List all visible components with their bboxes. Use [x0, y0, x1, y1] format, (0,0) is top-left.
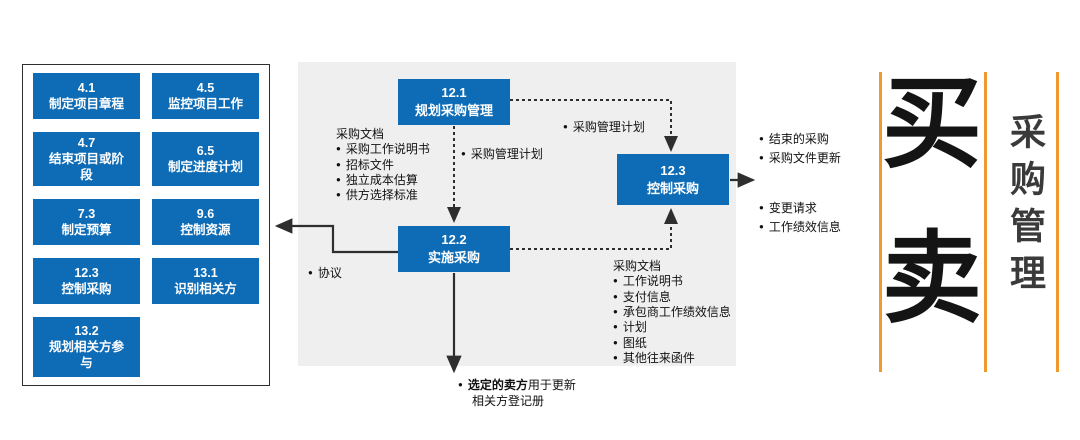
process-id: 4.7	[77, 135, 96, 150]
process-id: 9.6	[196, 206, 215, 221]
bullet-item: 采购文件更新	[759, 149, 841, 168]
bullet-item: 供方选择标准	[336, 188, 430, 203]
label-selected-seller: 选定的卖方用于更新 相关方登记册	[458, 377, 576, 409]
process-box-6-5: 6.5 制定进度计划	[152, 132, 259, 186]
node-label: 实施采购	[427, 250, 480, 265]
process-box-4-5: 4.5 监控项目工作	[152, 73, 259, 119]
process-id: 13.2	[74, 323, 99, 338]
selected-seller-rest: 用于更新	[527, 378, 576, 392]
bullet-item: 工作说明书	[613, 274, 731, 289]
process-box-4-1: 4.1 制定项目章程	[33, 73, 140, 119]
bullet-item: 招标文件	[336, 158, 430, 173]
node-plan-procurement: 12.1 规划采购管理	[398, 79, 510, 125]
node-control-procurement: 12.3 控制采购	[617, 154, 729, 205]
process-label: 制定预算	[61, 223, 112, 237]
process-id: 12.3	[74, 265, 99, 280]
sell-character: 卖	[882, 220, 982, 337]
node-conduct-procurement: 12.2 实施采购	[398, 226, 510, 272]
process-label: 结束项目或阶段	[48, 151, 124, 183]
label-agreement: 协议	[308, 266, 342, 281]
node-label: 控制采购	[646, 180, 699, 196]
process-label: 制定进度计划	[167, 160, 243, 174]
process-id: 13.1	[193, 265, 218, 280]
accent-line-middle	[984, 72, 987, 372]
selected-seller-line1: 选定的卖方用于更新	[458, 377, 576, 393]
process-id: 4.5	[196, 80, 215, 95]
node-id: 12.2	[441, 232, 467, 248]
bullet-item: 图纸	[613, 336, 731, 351]
bullet-list: 工作说明书 支付信息 承包商工作绩效信息 计划 图纸 其他往来函件	[613, 274, 731, 366]
process-label: 监控项目工作	[167, 97, 243, 111]
bullet-item: 工作绩效信息	[759, 218, 841, 237]
process-id: 4.1	[77, 80, 96, 95]
label-procurement-docs-output: 采购文档 工作说明书 支付信息 承包商工作绩效信息 计划 图纸 其他往来函件	[613, 259, 731, 367]
bullet-item: 计划	[613, 320, 731, 335]
label-title: 采购文档	[336, 127, 385, 141]
label-control-outputs-bottom: 变更请求 工作绩效信息	[759, 199, 841, 237]
bullet-item: 独立成本估算	[336, 173, 430, 188]
process-box-4-7: 4.7 结束项目或阶段	[33, 132, 140, 186]
node-id: 12.1	[441, 85, 467, 101]
bullet-item: 变更请求	[759, 199, 841, 218]
accent-line-right	[1056, 72, 1059, 372]
label-procurement-plan-mid: 采购管理计划	[461, 147, 543, 162]
label-title: 采购文档	[613, 259, 662, 273]
bullet-item: 承包商工作绩效信息	[613, 305, 731, 320]
process-box-12-3: 12.3 控制采购	[33, 258, 140, 304]
node-label: 规划采购管理	[414, 103, 493, 118]
bullet-item: 其他往来函件	[613, 351, 731, 366]
process-box-7-3: 7.3 制定预算	[33, 199, 140, 245]
label-procurement-plan-top: 采购管理计划	[563, 120, 645, 135]
bullet-list: 结束的采购 采购文件更新	[759, 130, 841, 168]
process-id: 6.5	[196, 143, 215, 158]
related-processes-panel: 4.1 制定项目章程 4.5 监控项目工作 4.7 结束项目或阶段 6.5 制定…	[22, 64, 270, 386]
accent-line-left	[879, 72, 882, 372]
label-control-outputs-top: 结束的采购 采购文件更新	[759, 130, 841, 168]
bullet-list: 采购工作说明书 招标文件 独立成本估算 供方选择标准	[336, 142, 430, 203]
process-box-9-6: 9.6 控制资源	[152, 199, 259, 245]
process-label: 规划相关方参与	[48, 339, 124, 371]
bullet-item: 采购工作说明书	[336, 142, 430, 157]
label-procurement-docs-input: 采购文档 采购工作说明书 招标文件 独立成本估算 供方选择标准	[336, 127, 430, 204]
vertical-title: 采购管理	[1005, 113, 1046, 301]
process-label: 控制采购	[61, 282, 112, 296]
selected-seller-line2: 相关方登记册	[472, 394, 545, 409]
process-id: 7.3	[77, 206, 96, 221]
node-id: 12.3	[660, 162, 686, 178]
process-label: 识别相关方	[174, 282, 237, 296]
process-label: 控制资源	[180, 223, 231, 237]
process-label: 制定项目章程	[48, 97, 124, 111]
buy-character: 买	[882, 65, 982, 182]
bullet-list: 变更请求 工作绩效信息	[759, 199, 841, 237]
bullet-item: 结束的采购	[759, 130, 841, 149]
process-box-13-2: 13.2 规划相关方参与	[33, 317, 140, 377]
process-box-13-1: 13.1 识别相关方	[152, 258, 259, 304]
bullet-item: 支付信息	[613, 290, 731, 305]
selected-seller-bold: 选定的卖方	[467, 378, 528, 392]
